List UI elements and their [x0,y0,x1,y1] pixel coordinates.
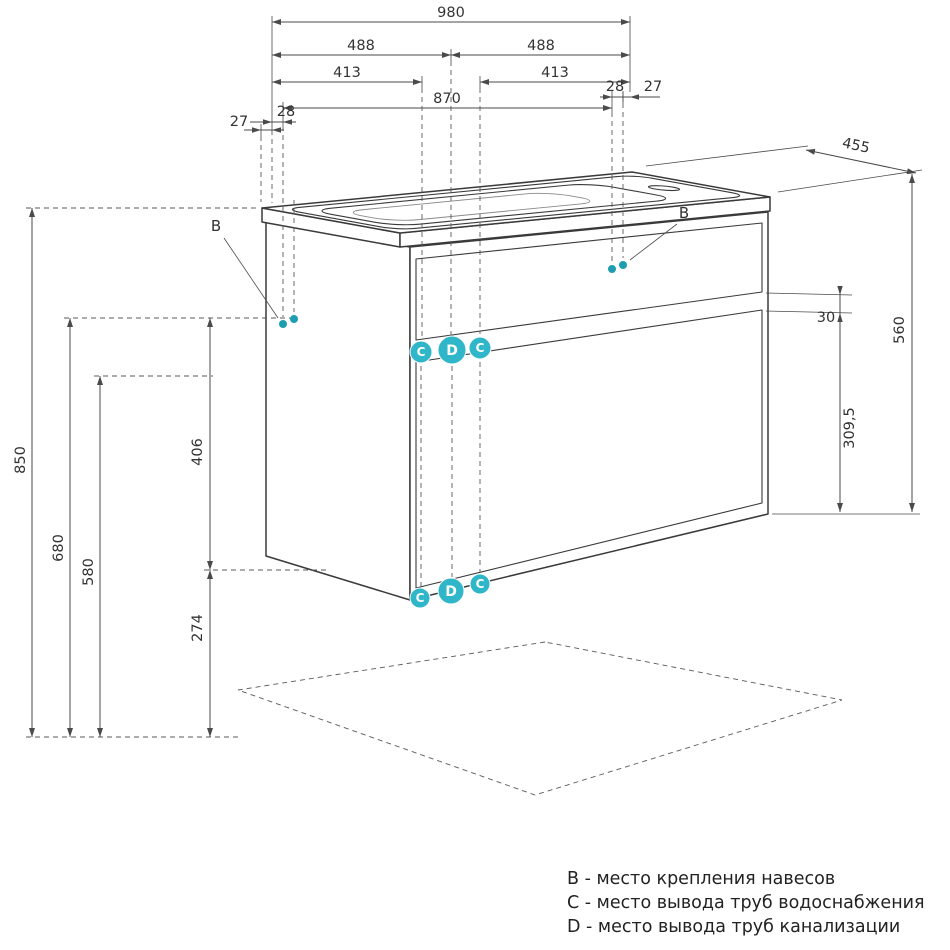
mount-label-right: B [679,204,689,222]
floor-outline [26,641,843,796]
dim-27-right: 27 [644,79,662,95]
dim-406: 406 [190,438,206,466]
washbasin [282,175,749,230]
dim-28-left: 28 [277,104,295,120]
dim-580: 580 [81,558,97,586]
dim-680: 680 [51,534,67,562]
legend: B - место крепления навесов C - место вы… [567,869,925,937]
water-letter: C [416,591,425,605]
legend-line-d: D - место вывода труб канализации [567,917,900,937]
water-outlet-marker [468,336,492,360]
dim-half-right: 488 [527,38,555,54]
cabinet-front-face [409,211,769,601]
dim-413-left: 413 [333,65,361,81]
basin-bowl-bottom [340,192,602,222]
legend-line-b: B - место крепления навесов [567,869,835,889]
mount-dot [279,320,287,328]
lower-drawer [415,309,763,589]
reference-lines [26,61,624,586]
water-outlet-marker [409,587,431,609]
dim-depth-455: 455 [841,135,871,156]
drain-outlet-marker [437,335,467,365]
drain-letter: D [445,584,457,600]
dim-27-left: 27 [230,114,248,130]
dim-height-560: 560 [892,316,908,344]
legend-line-c: C - место вывода труб водоснабжения [567,893,925,913]
dimension-labels: 980 488 488 413 413 870 28 27 28 27 455 … [13,5,908,642]
dim-309-5: 309,5 [842,407,858,449]
mount-label-left: B [211,217,221,235]
pipe-markers-bottom: C C D [409,573,491,609]
cabinet-side-panel [265,221,411,601]
dim-gap-30: 30 [817,310,835,326]
water-letter: C [476,577,485,591]
drain-letter: D [446,343,458,359]
mount-dot [619,261,627,269]
water-letter: C [417,345,426,359]
water-letter: C [476,341,485,355]
countertop-top [261,171,771,234]
mount-dot [608,265,616,273]
dim-413-right: 413 [541,65,569,81]
water-outlet-marker [469,573,491,595]
dim-28-right: 28 [606,79,624,95]
basin-rim [282,175,749,230]
dimension-lines [29,19,917,737]
dim-274: 274 [190,614,206,642]
pipe-markers-middle: C C D [409,335,492,365]
dim-870: 870 [433,91,461,107]
mounting-points: B B [211,204,689,328]
upper-drawer [415,222,763,341]
dim-half-left: 488 [347,38,375,54]
faucet-hole [642,185,685,191]
dim-overall-width: 980 [437,5,465,21]
mount-dot [290,315,298,323]
dim-850: 850 [13,446,29,474]
basin-bowl [309,183,679,226]
water-outlet-marker [409,340,433,364]
vanity-cabinet [261,171,771,601]
drain-outlet-marker [437,577,465,605]
